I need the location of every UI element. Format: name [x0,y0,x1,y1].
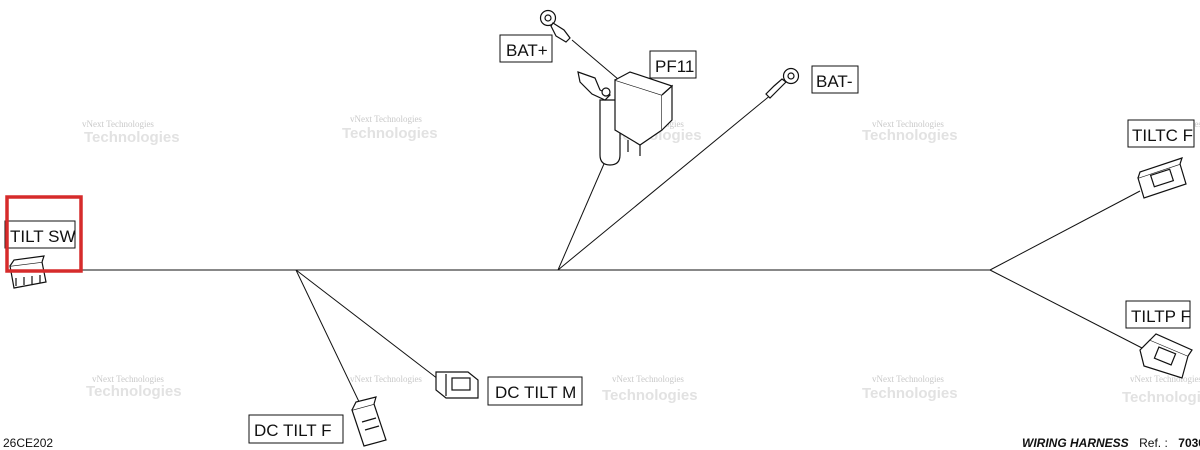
tiltc-f-connector-icon [1137,157,1187,199]
footer-ref-label: Ref. : [1139,436,1168,450]
ring-terminal-bat-neg [765,67,800,99]
wire-bat-pos [571,39,626,86]
label-pf11-text: PF11 [655,57,694,76]
label-dc-tilt-m-text: DC TILT M [495,383,576,402]
watermark-text: Technologies [86,383,182,400]
watermark-text: vNext Technologies [350,374,422,384]
watermarks: vNext Technologies Technologies vNext Te… [82,114,1200,406]
tiltp-f-connector-icon [1139,333,1193,379]
watermark-text: vNext Technologies [872,119,944,129]
label-dc-tilt-f: DC TILT F [248,414,344,444]
footer-title: WIRING HARNESS [1022,436,1129,450]
watermark-text: vNext Technologies [612,374,684,384]
label-dc-tilt-m: DC TILT M [487,376,583,406]
watermark-text: vNext Technologies [92,374,164,384]
label-bat-neg: BAT- [811,65,859,94]
diagram-code: 26CE202 [3,436,53,450]
label-tiltc-text: TILTC F [1132,126,1193,145]
label-dc-tilt-f-text: DC TILT F [254,421,331,440]
highlight-box [5,195,83,273]
wire-tiltc [989,190,1141,271]
wire-dc-tilt-m [295,269,439,380]
footer-ref: WIRING HARNESS Ref. : 703000441 [1022,434,1200,450]
watermark-text: Technologies [862,385,958,402]
watermark-text: vNext Technologies [1130,374,1200,384]
label-tilt-sw-text: TILT SW [10,227,76,246]
pf11-relay-icon [577,71,674,166]
label-tilt-sw: TILT SW [4,220,76,249]
footer-ref-number: 703000441 [1178,436,1200,450]
tilt-sw-connector-icon [9,255,47,289]
label-bat-pos-text: BAT+ [506,41,548,60]
watermark-text: vNext Technologies [872,374,944,384]
watermark-text: vNext Technologies [82,119,154,129]
watermark-text: Technologies [84,129,180,146]
wires [45,39,1143,409]
watermark-text: vNext Technologies [350,114,422,124]
label-tiltp: TILTP F [1125,300,1191,329]
label-bat-neg-text: BAT- [816,72,853,91]
label-tiltp-text: TILTP F [1131,307,1191,326]
watermark-text: Technologies [342,125,438,142]
label-bat-pos: BAT+ [499,34,553,63]
label-pf11: PF11 [649,50,697,79]
wire-tiltp [989,269,1143,349]
wire-pf11 [557,149,611,271]
dc-tilt-f-connector-icon [351,396,387,447]
watermark-text: Technologies [602,387,698,404]
wire-dc-tilt-f [295,269,363,409]
watermark-text: Technologies [1122,389,1200,406]
wire-bat-neg [557,93,773,271]
dc-tilt-m-connector-icon [435,371,479,399]
label-tiltc: TILTC F [1127,119,1195,148]
watermark-text: Technologies [862,127,958,144]
ring-terminal-bat-pos [539,9,571,43]
